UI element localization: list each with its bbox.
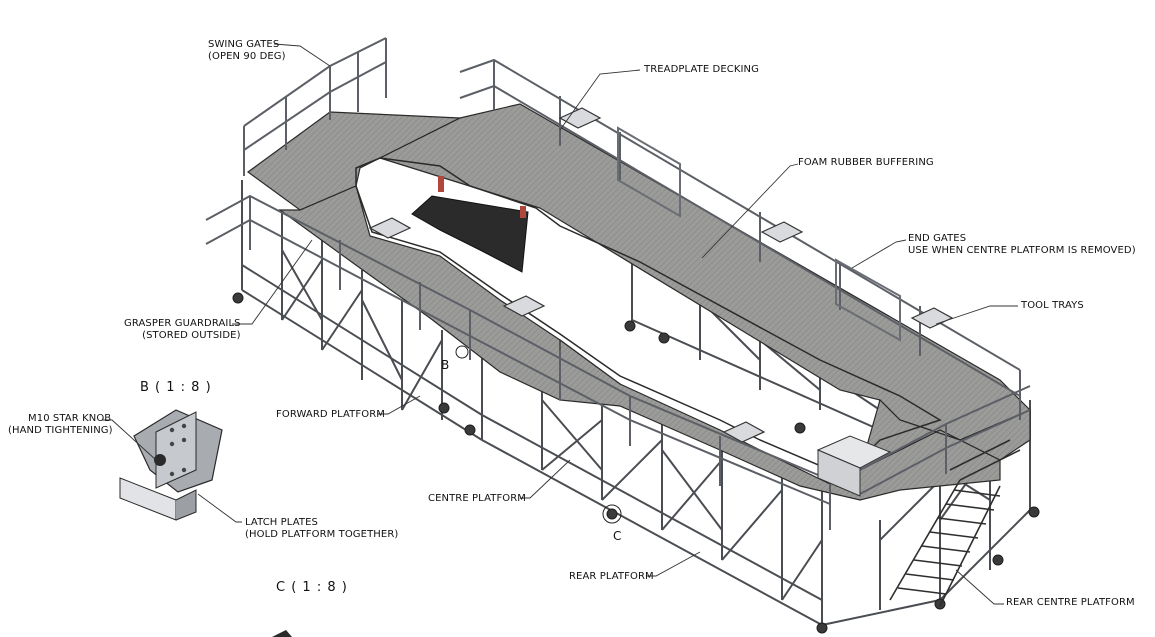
leader-rear-centre xyxy=(955,569,1004,605)
callout-foam-rubber-buffering: FOAM RUBBER BUFFERING xyxy=(798,157,934,168)
detail-b-title: B ( 1 : 8 ) xyxy=(140,380,212,395)
leader-m10 xyxy=(102,419,157,461)
detail-b-circle xyxy=(455,345,469,359)
leader-forward xyxy=(378,395,421,415)
callout-rear-centre-platform: REAR CENTRE PLATFORM xyxy=(1006,597,1135,608)
leader-swing-gates xyxy=(273,43,331,67)
access-stairs xyxy=(889,439,1021,607)
caster-wheels xyxy=(232,292,1040,634)
leader-treadplate xyxy=(559,69,641,131)
detail-marker-b: B xyxy=(441,358,450,372)
tool-trays xyxy=(368,107,954,443)
buffer-accent xyxy=(438,176,444,192)
leader-latch xyxy=(197,493,242,523)
leader-foam xyxy=(701,163,799,259)
leader-grasper xyxy=(232,239,313,325)
detail-c-circle xyxy=(602,504,622,524)
foam-rubber-buffer xyxy=(411,195,529,273)
callout-grasper-guardrails: GRASPER GUARDRAILS (STORED OUTSIDE) xyxy=(124,318,241,341)
leader-tool-trays xyxy=(935,305,1018,325)
rear-long-deck xyxy=(378,103,1032,441)
leader-centre xyxy=(520,459,571,499)
callout-latch-plates: LATCH PLATES (HOLD PLATFORM TOGETHER) xyxy=(245,517,399,540)
detail-c-title: C ( 1 : 8 ) xyxy=(276,580,348,595)
leader-lines xyxy=(102,43,1018,605)
leader-end-gates xyxy=(851,239,907,269)
callout-end-gates: END GATES USE WHEN CENTRE PLATFORM IS RE… xyxy=(908,233,1136,256)
callout-swing-gates: SWING GATES (OPEN 90 DEG) xyxy=(208,39,286,62)
callout-treadplate-decking: TREADPLATE DECKING xyxy=(644,64,759,75)
callout-centre-platform: CENTRE PLATFORM xyxy=(428,493,527,504)
callout-m10-star-knob: M10 STAR KNOB (HAND TIGHTENING) xyxy=(8,413,113,436)
callout-rear-platform: REAR PLATFORM xyxy=(569,571,654,582)
detail-b-view xyxy=(119,409,223,521)
callout-tool-trays: TOOL TRAYS xyxy=(1021,300,1084,311)
detail-marker-c: C xyxy=(613,529,622,543)
buffer-accent-2 xyxy=(520,206,526,218)
detail-c-fragment xyxy=(272,630,292,637)
storage-box-front xyxy=(817,449,861,497)
substructure-frame xyxy=(241,180,1031,626)
callout-forward-platform: FORWARD PLATFORM xyxy=(276,409,385,420)
leader-rear xyxy=(646,551,701,577)
